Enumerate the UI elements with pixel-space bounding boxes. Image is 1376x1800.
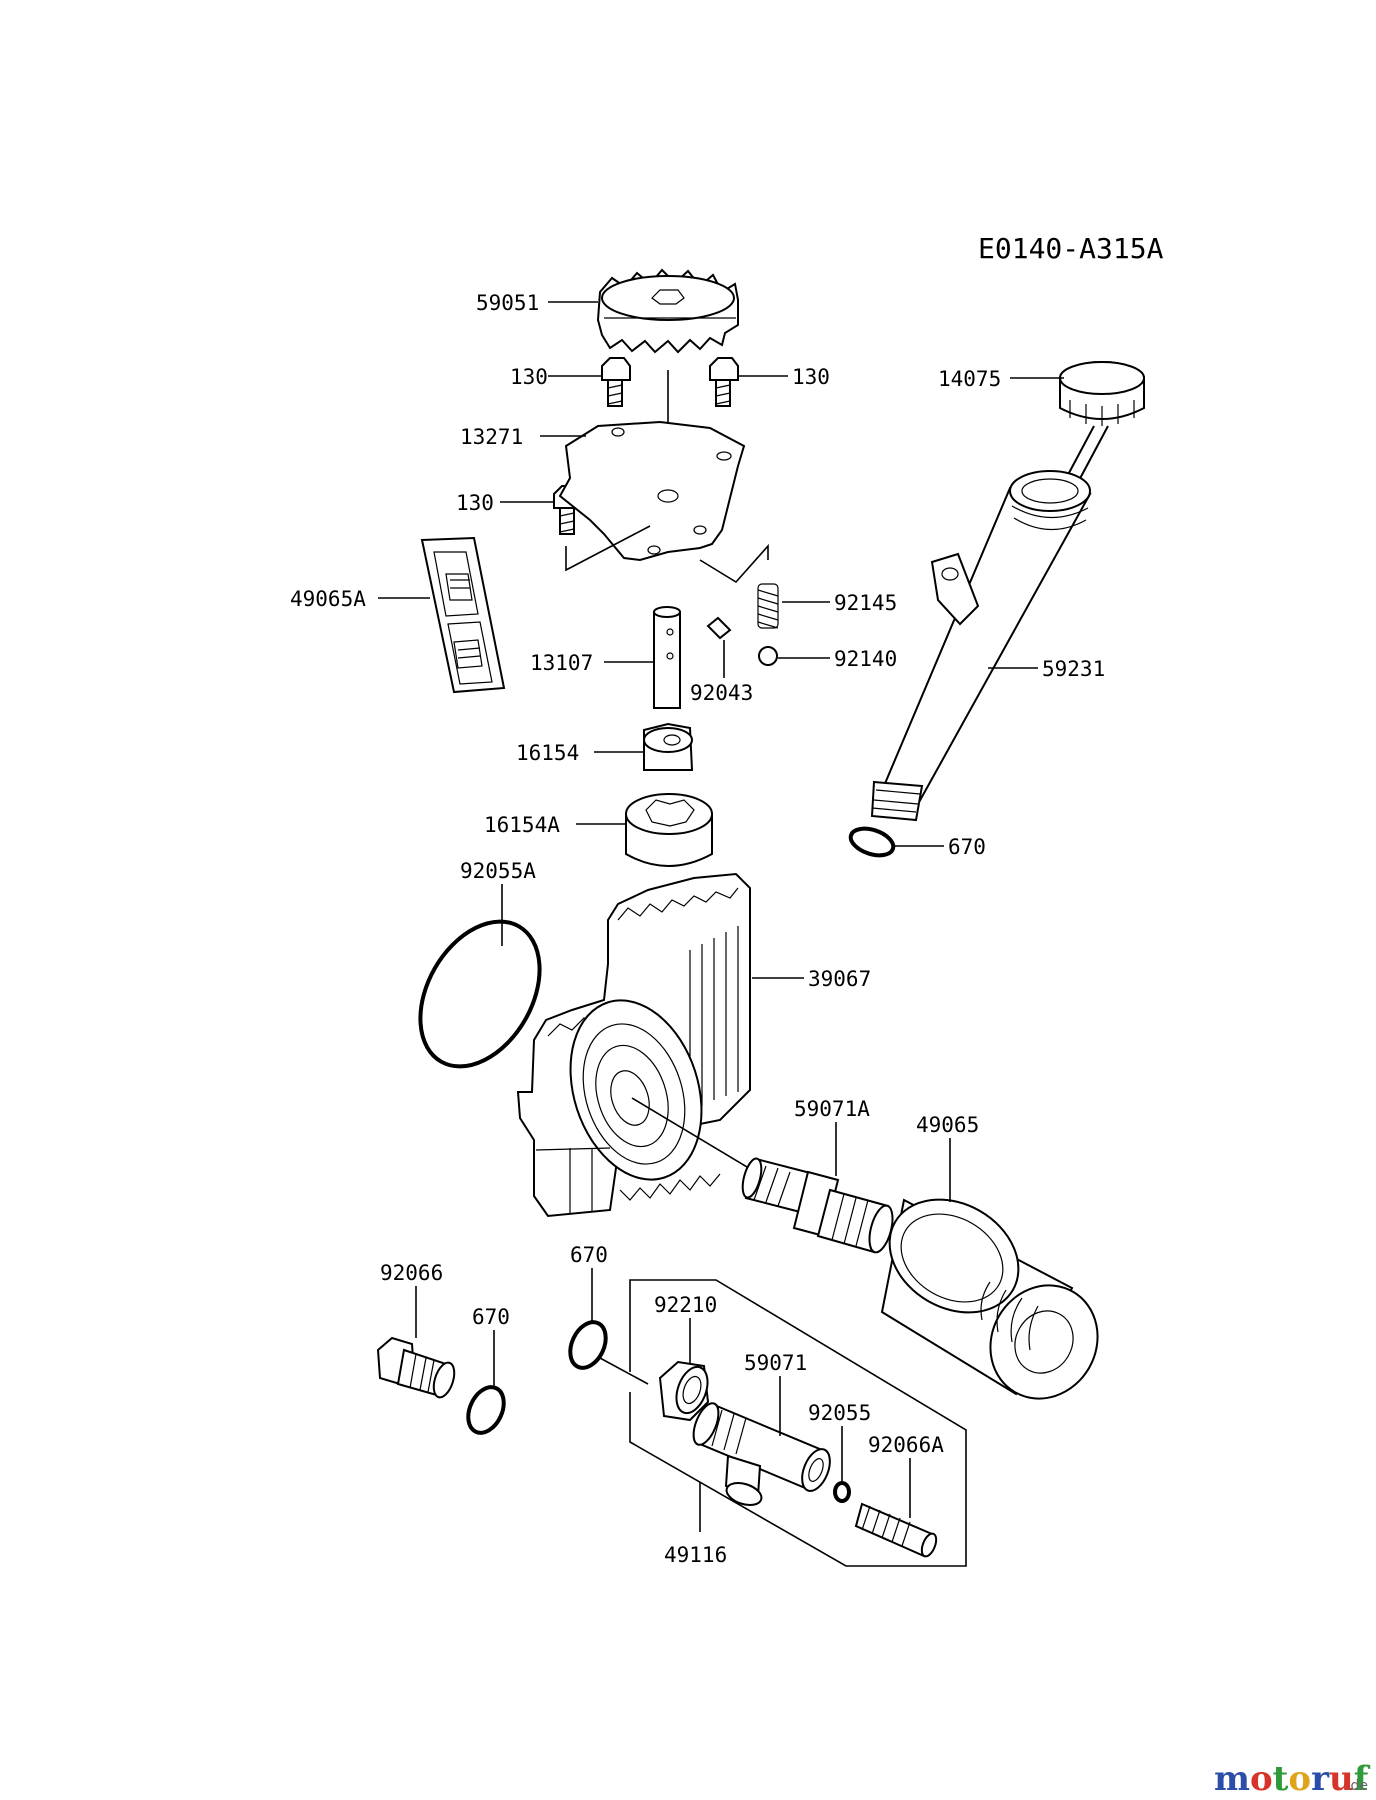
label-130c: 130 <box>456 491 494 515</box>
label-14075: 14075 <box>938 367 1001 391</box>
label-49116: 49116 <box>664 1543 727 1567</box>
label-670a: 670 <box>948 835 986 859</box>
watermark-letter: o <box>1288 1759 1311 1799</box>
oring-670-tube <box>848 826 896 858</box>
bracket-plate-left <box>565 525 651 572</box>
plate-13271 <box>558 420 746 562</box>
watermark-letter: u <box>1329 1759 1354 1799</box>
label-92066: 92066 <box>380 1261 443 1285</box>
label-130b: 130 <box>792 365 830 389</box>
label-39067: 39067 <box>808 967 871 991</box>
leader-oring-axis <box>599 1357 649 1385</box>
label-49065A: 49065A <box>290 587 366 611</box>
gear-59051 <box>596 268 739 354</box>
label-92055A: 92055A <box>460 859 536 883</box>
bracket-49116 <box>629 1279 967 1567</box>
label-13271: 13271 <box>460 425 523 449</box>
spring-92145 <box>757 583 779 629</box>
diagram-code: E0140-A315A <box>978 232 1164 265</box>
ball-92140 <box>758 646 778 666</box>
label-59231: 59231 <box>1042 657 1105 681</box>
label-92043: 92043 <box>690 681 753 705</box>
bracket-plate-right <box>699 543 769 584</box>
nipple-59071A <box>741 1157 894 1254</box>
dipstick-14075 <box>1059 361 1145 487</box>
label-670c: 670 <box>570 1243 608 1267</box>
screw-92066A <box>854 1502 938 1558</box>
watermark-letter: m <box>1214 1759 1250 1799</box>
oring-92055A <box>418 919 542 1069</box>
pin-92043 <box>706 616 732 640</box>
oring-670-plug <box>466 1385 506 1435</box>
strainer-49065A <box>420 536 506 694</box>
motoruf-watermark-logo: motoruf .de <box>1214 1759 1371 1799</box>
watermark-letter: t <box>1273 1759 1289 1799</box>
label-59071A: 59071A <box>794 1097 870 1121</box>
label-92145: 92145 <box>834 591 897 615</box>
label-49065: 49065 <box>916 1113 979 1137</box>
plug-92066 <box>376 1336 456 1399</box>
shaft-13107 <box>653 606 681 709</box>
label-92210: 92210 <box>654 1293 717 1317</box>
label-670b: 670 <box>472 1305 510 1329</box>
tube-59231 <box>870 470 1092 822</box>
watermark-suffix: .de <box>1346 1778 1368 1794</box>
label-92140: 92140 <box>834 647 897 671</box>
label-92066A: 92066A <box>868 1433 944 1457</box>
label-16154: 16154 <box>516 741 579 765</box>
nut-92210 <box>658 1360 710 1422</box>
watermark-letter: r <box>1311 1759 1330 1799</box>
label-59051: 59051 <box>476 291 539 315</box>
label-92055: 92055 <box>808 1401 871 1425</box>
filter-49065 <box>880 1198 1099 1400</box>
watermark-letter: f <box>1354 1759 1371 1799</box>
bolt-130-left <box>601 357 631 407</box>
svg-text:motoruf: motoruf <box>1214 1759 1371 1799</box>
rotor-16154A <box>625 793 713 867</box>
oring-670-assembly <box>568 1320 608 1370</box>
oring-92055 <box>833 1481 851 1503</box>
housing-39067 <box>516 872 751 1218</box>
fitting-59071 <box>692 1402 831 1507</box>
label-130a: 130 <box>510 365 548 389</box>
label-13107: 13107 <box>530 651 593 675</box>
rotor-16154 <box>643 722 694 771</box>
label-59071: 59071 <box>744 1351 807 1375</box>
label-16154A: 16154A <box>484 813 560 837</box>
watermark-letter: o <box>1250 1759 1273 1799</box>
bolt-130-right <box>709 357 739 407</box>
